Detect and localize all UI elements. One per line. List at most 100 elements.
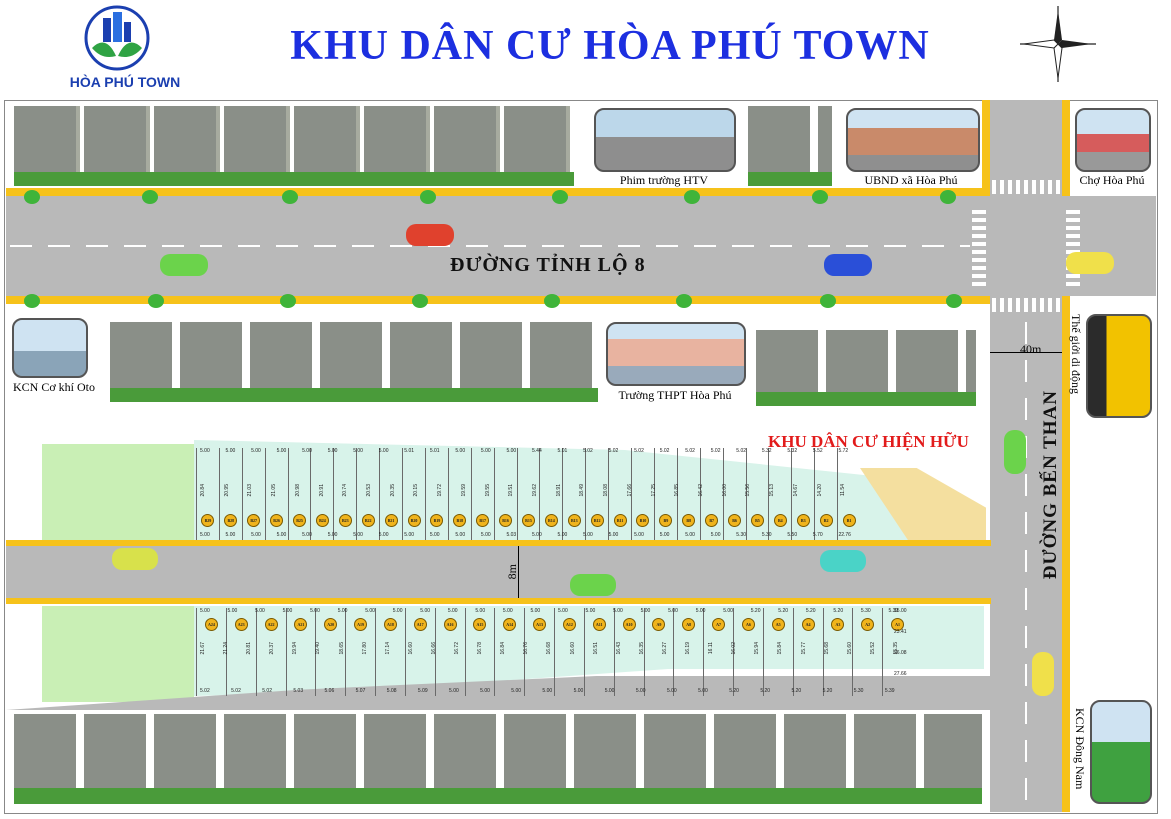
lot-marker[interactable]: A20 bbox=[324, 618, 338, 631]
lot-marker[interactable]: A23 bbox=[234, 618, 248, 631]
lot-marker[interactable]: B3 bbox=[796, 514, 810, 527]
lot-marker[interactable]: B13 bbox=[567, 514, 581, 527]
lot-width-bottom: 5.00 bbox=[666, 688, 677, 694]
lot-depth: 18.65 bbox=[338, 642, 345, 655]
lot-width-top: 5.00 bbox=[365, 608, 375, 614]
lot-width-top: 5.00 bbox=[475, 608, 486, 614]
lot-marker[interactable]: B2 bbox=[819, 514, 833, 527]
lot-divider bbox=[673, 608, 675, 696]
tree bbox=[420, 190, 436, 204]
lot-divider bbox=[379, 448, 381, 540]
lot-width-top: 5.02 bbox=[710, 448, 721, 454]
lot-depth: 16.42 bbox=[698, 484, 704, 497]
lot-width-bottom: 5.00 bbox=[378, 532, 389, 538]
lot-marker[interactable]: A18 bbox=[383, 618, 397, 631]
lot-divider bbox=[653, 448, 655, 540]
lot-marker[interactable]: B9 bbox=[659, 514, 673, 527]
lot-marker[interactable]: B18 bbox=[453, 514, 467, 527]
lot-marker[interactable]: A8 bbox=[682, 618, 696, 631]
house-row-middle bbox=[110, 322, 598, 402]
lot-marker[interactable]: B16 bbox=[499, 514, 513, 527]
lot-width-top: 5.39 bbox=[888, 608, 899, 614]
lot-width-bottom: 5.00 bbox=[449, 688, 459, 694]
lot-depth: 16.76 bbox=[523, 642, 530, 655]
lot-a-corner-dim: 23.41 bbox=[894, 629, 907, 635]
lot-width-bottom: 5.00 bbox=[327, 532, 338, 538]
lot-depth: 20.37 bbox=[269, 642, 276, 655]
lot-width-top: 5.00 bbox=[695, 608, 706, 614]
lot-marker[interactable]: B1 bbox=[842, 514, 856, 527]
lot-marker[interactable]: A24 bbox=[204, 618, 218, 631]
lot-marker[interactable]: B10 bbox=[636, 514, 650, 527]
label-khu-hien-huu: KHU DÂN CƯ HIỆN HỮU bbox=[768, 432, 969, 451]
lot-marker[interactable]: B14 bbox=[544, 514, 558, 527]
lot-marker[interactable]: A6 bbox=[741, 618, 755, 631]
lot-marker[interactable]: B29 bbox=[201, 514, 215, 527]
lot-marker[interactable]: A9 bbox=[652, 618, 666, 631]
lot-divider bbox=[516, 448, 518, 540]
lot-width-top: 5.32 bbox=[787, 448, 798, 454]
lot-marker[interactable]: B28 bbox=[224, 514, 238, 527]
lot-marker[interactable]: B6 bbox=[728, 514, 742, 527]
lot-marker[interactable]: B12 bbox=[590, 514, 604, 527]
lot-marker[interactable]: A15 bbox=[473, 618, 487, 631]
lot-marker[interactable]: B5 bbox=[750, 514, 764, 527]
lot-width-top: 5.00 bbox=[723, 608, 733, 614]
lot-marker[interactable]: A14 bbox=[503, 618, 517, 631]
lot-marker[interactable]: A17 bbox=[413, 618, 427, 631]
lot-marker[interactable]: A10 bbox=[622, 618, 636, 631]
lot-width-bottom: 5.00 bbox=[557, 532, 568, 538]
lot-width-bottom: 5.20 bbox=[760, 688, 771, 694]
lot-marker[interactable]: A5 bbox=[771, 618, 785, 631]
lot-marker[interactable]: B20 bbox=[407, 514, 421, 527]
lot-marker[interactable]: A13 bbox=[533, 618, 547, 631]
lot-width-top: 5.00 bbox=[447, 608, 458, 614]
lot-depth: 17.80 bbox=[361, 642, 368, 655]
lot-marker[interactable]: A22 bbox=[264, 618, 278, 631]
lot-divider bbox=[583, 608, 585, 696]
curb-ben-than-right-2 bbox=[1062, 296, 1070, 812]
car-yellow-vertical bbox=[1032, 652, 1054, 696]
lot-marker[interactable]: B25 bbox=[293, 514, 307, 527]
lot-divider bbox=[315, 608, 317, 696]
lot-marker[interactable]: A16 bbox=[443, 618, 457, 631]
lot-marker[interactable]: A3 bbox=[831, 618, 845, 631]
lot-width-bottom: 5.00 bbox=[608, 532, 619, 538]
lot-marker[interactable]: B15 bbox=[522, 514, 535, 527]
lot-marker[interactable]: A4 bbox=[801, 618, 815, 631]
lot-marker[interactable]: B27 bbox=[247, 514, 261, 527]
lot-marker[interactable]: B22 bbox=[361, 514, 375, 527]
lot-marker[interactable]: A7 bbox=[712, 618, 726, 631]
lot-width-top: 5.01 bbox=[557, 448, 568, 454]
lot-depth: 15.68 bbox=[823, 642, 830, 655]
lot-marker[interactable]: B19 bbox=[430, 514, 444, 527]
lot-marker[interactable]: B26 bbox=[270, 514, 284, 527]
tree bbox=[684, 190, 700, 204]
lot-marker[interactable]: B11 bbox=[613, 514, 627, 527]
lot-marker[interactable]: A12 bbox=[562, 618, 576, 631]
lot-marker[interactable]: B4 bbox=[773, 514, 787, 527]
lot-width-top: 5.02 bbox=[685, 448, 695, 454]
lot-marker[interactable]: A2 bbox=[861, 618, 875, 631]
lot-marker[interactable]: A11 bbox=[592, 618, 606, 631]
curb-ben-than-right bbox=[1062, 100, 1070, 196]
lot-marker[interactable]: A1 bbox=[891, 618, 905, 631]
lot-width-top: 5.00 bbox=[276, 448, 287, 454]
lot-marker[interactable]: B8 bbox=[682, 514, 696, 527]
lot-divider bbox=[762, 608, 764, 696]
lot-width-top: 5.44 bbox=[532, 448, 542, 454]
lot-width-bottom: 5.00 bbox=[511, 688, 522, 694]
lot-divider bbox=[225, 608, 227, 696]
lot-marker[interactable]: A19 bbox=[354, 618, 368, 631]
lot-width-bottom: 5.00 bbox=[302, 532, 312, 538]
lot-marker[interactable]: B7 bbox=[705, 514, 719, 527]
lot-depth: 16.68 bbox=[546, 642, 553, 655]
lot-depth: 20.81 bbox=[246, 642, 253, 655]
lot-depth: 15.13 bbox=[769, 484, 776, 497]
lot-marker[interactable]: B24 bbox=[315, 514, 329, 527]
lot-marker[interactable]: A21 bbox=[294, 618, 308, 631]
lot-marker[interactable]: B23 bbox=[338, 514, 352, 527]
lot-depth: 15.77 bbox=[800, 642, 807, 655]
lot-marker[interactable]: B17 bbox=[476, 514, 490, 527]
lot-marker[interactable]: B21 bbox=[384, 514, 398, 527]
